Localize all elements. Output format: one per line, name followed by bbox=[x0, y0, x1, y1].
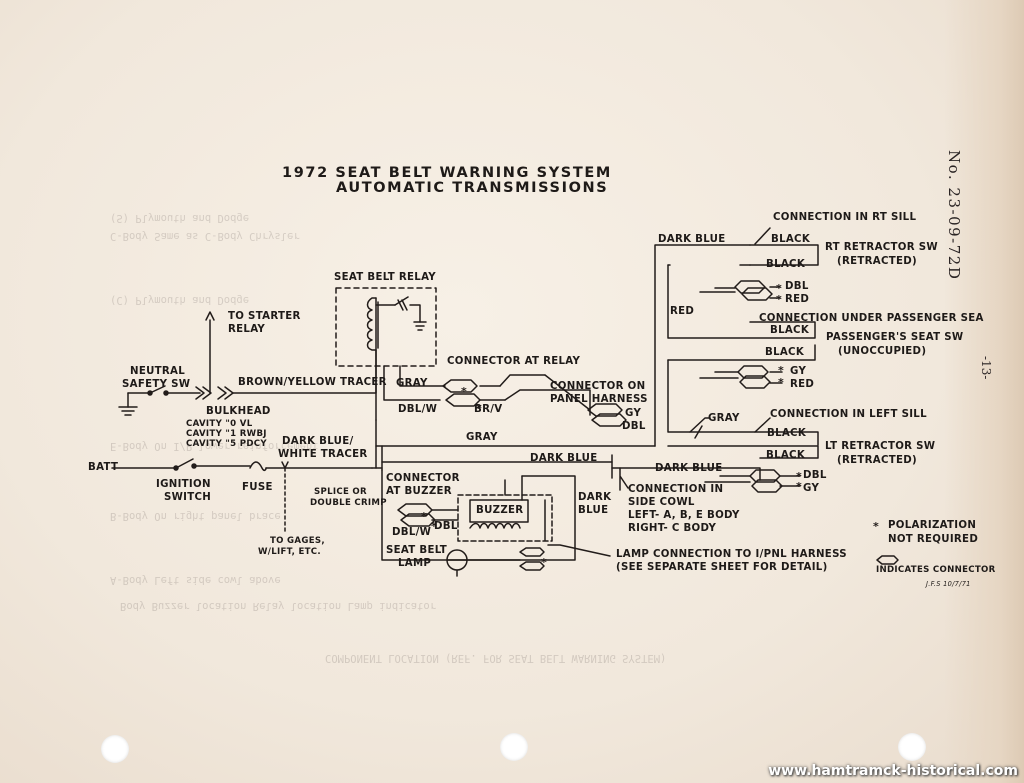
connector-at-buzzer-label: CONNECTOR bbox=[386, 473, 460, 484]
svg-text:*: * bbox=[421, 510, 427, 523]
black-wire-label: BLACK bbox=[765, 347, 805, 358]
lamp-label: LAMP bbox=[398, 558, 432, 569]
connection-rt-sill-label: CONNECTION IN RT SILL bbox=[773, 212, 917, 223]
w-lift-label: W/LIFT, ETC. bbox=[258, 547, 321, 557]
svg-text:*: * bbox=[776, 282, 782, 295]
to-starter-label: TO STARTER bbox=[228, 311, 301, 322]
diagram-title: 1972 SEAT BELT WARNING SYSTEM bbox=[282, 165, 612, 181]
lamp-connection-label: LAMP CONNECTION TO I/PNL HARNESS bbox=[616, 549, 847, 560]
svg-text:*: * bbox=[776, 293, 782, 306]
dbl-wire-label: DBL bbox=[622, 421, 646, 432]
connector-at-relay-label: CONNECTOR AT RELAY bbox=[447, 356, 581, 367]
svg-text:*: * bbox=[796, 470, 802, 483]
black-wire-label: BLACK bbox=[771, 234, 811, 245]
dark-blue-top-label: DARK BLUE bbox=[658, 234, 726, 245]
gray-main-wire-label: GRAY bbox=[466, 432, 498, 443]
bulkhead-cavity-label: CAVITY "1 RWBJ bbox=[186, 429, 267, 439]
bulkhead-cavity-label: CAVITY "5 PDCY bbox=[186, 439, 267, 449]
dark-blue-vertical-label: BLUE bbox=[578, 505, 609, 516]
at-buzzer-label: AT BUZZER bbox=[386, 486, 452, 497]
red-wire-label: RED bbox=[670, 306, 695, 317]
gy-lt-label: GY bbox=[803, 483, 820, 494]
drafter-initials: J.F.S 10/7/71 bbox=[926, 580, 971, 588]
to-starter-relay-label: RELAY bbox=[228, 324, 266, 335]
unoccupied-label: (UNOCCUPIED) bbox=[838, 346, 927, 357]
svg-text:*: * bbox=[476, 402, 482, 415]
black-wire-label: BLACK bbox=[770, 325, 810, 336]
dark-blue-vertical-label: DARK bbox=[578, 492, 612, 503]
gy-pass-label: GY bbox=[790, 366, 807, 377]
passenger-seat-label: PASSENGER'S SEAT SW bbox=[826, 332, 964, 343]
safety-switch-label: SAFETY SW bbox=[122, 379, 191, 390]
svg-text:*: * bbox=[778, 376, 784, 389]
not-required-label: NOT REQUIRED bbox=[888, 534, 979, 545]
lt-retracted-label: (RETRACTED) bbox=[837, 455, 917, 466]
dbl-w-wire-label: DBL/W bbox=[398, 404, 438, 415]
side-cowl-body-label: LEFT- A, B, E BODY bbox=[628, 510, 740, 521]
dark-blue-white-label: DARK BLUE/ bbox=[282, 436, 354, 447]
black-wire-label: BLACK bbox=[766, 259, 806, 270]
side-cowl-body-label: RIGHT- C BODY bbox=[628, 523, 717, 534]
svg-text:*: * bbox=[541, 556, 547, 569]
bulkhead-cavity-label: CAVITY "0 VL bbox=[186, 419, 253, 429]
binder-hole bbox=[898, 733, 926, 761]
connection-left-sill-label: CONNECTION IN LEFT SILL bbox=[770, 409, 927, 420]
seat-belt-relay-label: SEAT BELT RELAY bbox=[334, 272, 436, 283]
dark-blue-wire-label: DARK BLUE bbox=[530, 453, 598, 464]
seat-belt-lamp-label: SEAT BELT bbox=[386, 545, 448, 556]
side-cowl-label: SIDE COWL bbox=[628, 497, 695, 508]
dbl-w-buzzer-label: DBL/W bbox=[392, 527, 432, 538]
binder-hole bbox=[101, 735, 129, 763]
panel-harness-label: PANEL HARNESS bbox=[550, 394, 648, 405]
watermark: www.hamtramck-historical.com bbox=[768, 763, 1018, 779]
ignition-label: IGNITION bbox=[156, 479, 211, 490]
svg-text:*: * bbox=[461, 385, 467, 398]
battery-label: BATT bbox=[88, 462, 119, 473]
binder-hole bbox=[500, 733, 528, 761]
gy-wire-label: GY bbox=[625, 408, 642, 419]
dbl-buzzer-label: DBL bbox=[434, 521, 458, 532]
svg-text:*: * bbox=[796, 480, 802, 493]
br-v-wire-label: BR/V bbox=[474, 404, 503, 415]
splice-label: SPLICE OR bbox=[314, 487, 367, 497]
rt-retractor-label: RT RETRACTOR SW bbox=[825, 242, 938, 253]
fuse-label: FUSE bbox=[242, 482, 273, 493]
diagram-subtitle: AUTOMATIC TRANSMISSIONS bbox=[336, 180, 609, 196]
polarization-label: POLARIZATION bbox=[888, 520, 977, 531]
document-number: No. 23-09-72D bbox=[945, 150, 963, 281]
svg-text:*: * bbox=[873, 520, 879, 533]
ignition-switch-label: SWITCH bbox=[164, 492, 212, 503]
to-gages-label: TO GAGES, bbox=[270, 536, 325, 546]
black-wire-label: BLACK bbox=[766, 450, 806, 461]
buzzer-label: BUZZER bbox=[476, 505, 524, 516]
gray-lt-label: GRAY bbox=[708, 413, 740, 424]
lt-retractor-label: LT RETRACTOR SW bbox=[825, 441, 936, 452]
bulkhead-label: BULKHEAD bbox=[206, 406, 271, 417]
svg-text:*: * bbox=[778, 364, 784, 377]
double-crimp-label: DOUBLE CRIMP bbox=[310, 498, 387, 508]
page-number: -13- bbox=[979, 356, 993, 380]
lamp-connection-detail-label: (SEE SEPARATE SHEET FOR DETAIL) bbox=[616, 562, 828, 573]
black-wire-label: BLACK bbox=[767, 428, 807, 439]
indicates-connector-label: INDICATES CONNECTOR bbox=[876, 565, 996, 575]
svg-text:*: * bbox=[431, 520, 437, 533]
connection-passenger-label: CONNECTION UNDER PASSENGER SEA bbox=[759, 313, 984, 324]
dark-blue-low-label: DARK BLUE bbox=[655, 463, 723, 474]
white-tracer-label: WHITE TRACER bbox=[278, 449, 368, 460]
page-edge-shadow bbox=[944, 0, 1024, 783]
dbl-rt-label: DBL bbox=[785, 281, 809, 292]
neutral-label: NEUTRAL bbox=[130, 366, 186, 377]
red-rt-label: RED bbox=[785, 294, 810, 305]
side-cowl-label: CONNECTION IN bbox=[628, 484, 724, 495]
rt-retracted-label: (RETRACTED) bbox=[837, 256, 917, 267]
dbl-lt-label: DBL bbox=[803, 470, 827, 481]
connector-on-panel-label: CONNECTOR ON bbox=[550, 381, 646, 392]
gray-wire-label: GRAY bbox=[396, 378, 428, 389]
red-pass-label: RED bbox=[790, 379, 815, 390]
brown-yellow-tracer-label: BROWN/YELLOW TRACER bbox=[238, 377, 387, 388]
